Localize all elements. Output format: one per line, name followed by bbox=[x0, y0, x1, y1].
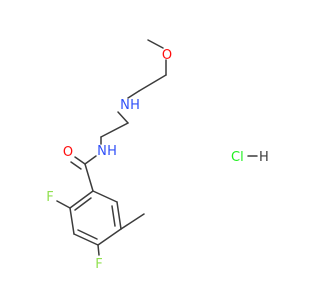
bond-ch2-nh bbox=[127, 90, 140, 99]
atom-fluorine-4: F bbox=[95, 257, 102, 272]
ring-bond-c1-c2 bbox=[69, 190, 94, 209]
ring-double-c5-c6 bbox=[111, 205, 116, 227]
bond-methyl-o bbox=[147, 39, 164, 49]
chemical-structure-diagram: O N H O N H F F Cl H bbox=[0, 0, 300, 300]
ring-bond-c5-c6 bbox=[116, 201, 122, 230]
bond-ring-methyl bbox=[120, 213, 145, 230]
bond-ring-fluorine-4 bbox=[97, 244, 100, 256]
ring-double-c3-c4 bbox=[77, 229, 98, 240]
atom-oxygen-carbonyl: O bbox=[63, 145, 73, 160]
bond-ch2-ch2-a bbox=[138, 74, 167, 92]
atom-hydrogen-amine: H bbox=[130, 98, 140, 113]
atom-labels: O N H O N H F F bbox=[46, 48, 172, 272]
hcl-salt: Cl H bbox=[231, 150, 269, 165]
atom-nitrogen-amide: N bbox=[97, 144, 107, 159]
bond-nh-ch2 bbox=[117, 111, 129, 124]
bonds bbox=[56, 39, 167, 256]
salt-hydrogen: H bbox=[259, 150, 269, 165]
ring-double-c1-c2 bbox=[74, 197, 92, 211]
bond-carbonyl-double-1 bbox=[74, 156, 86, 165]
ring-bond-c3-c4 bbox=[73, 233, 99, 246]
salt-chlorine: Cl bbox=[231, 150, 244, 165]
background bbox=[0, 0, 300, 300]
atom-nitrogen-amine: N bbox=[120, 98, 130, 113]
ring-bond-c6-c1 bbox=[92, 190, 118, 203]
ring-bond-c2-c3 bbox=[69, 207, 75, 235]
bond-carbonyl-double-2 bbox=[70, 161, 82, 170]
ring-bond-c4-c5 bbox=[97, 228, 122, 246]
atom-hydrogen-amide: H bbox=[107, 144, 117, 159]
atom-oxygen-ether: O bbox=[162, 48, 172, 63]
bond-carbonyl-ring bbox=[84, 163, 94, 192]
bond-ch2-ch2-b bbox=[100, 122, 129, 138]
bond-ring-fluorine-2 bbox=[56, 200, 71, 209]
bond-nh-carbonyl bbox=[84, 155, 97, 165]
atom-fluorine-2: F bbox=[46, 190, 53, 205]
